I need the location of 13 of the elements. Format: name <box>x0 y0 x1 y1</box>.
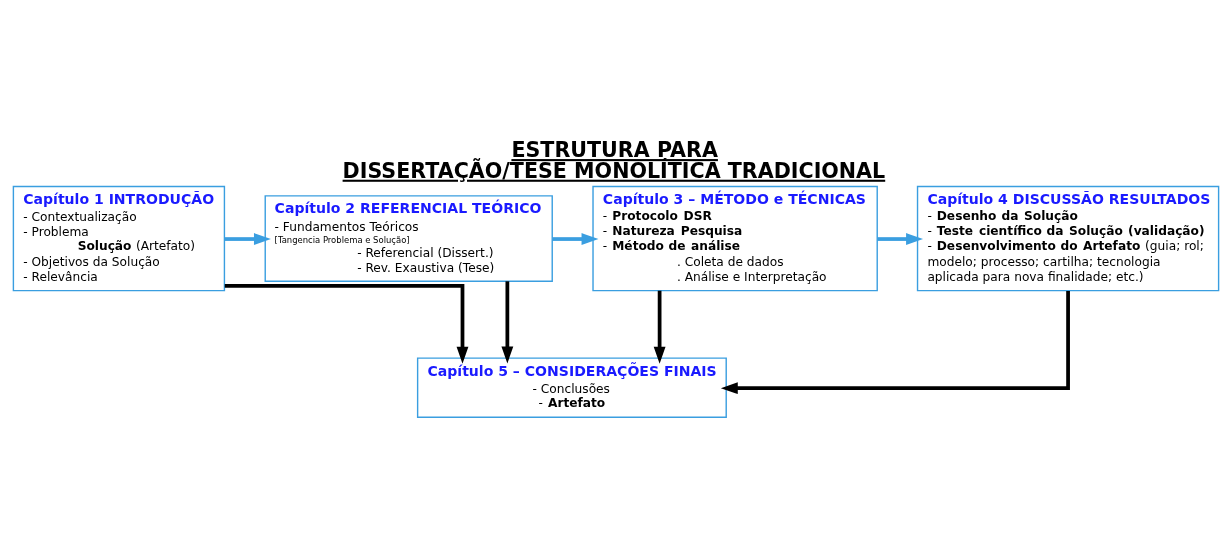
arrow <box>224 232 271 245</box>
arrow <box>720 290 1070 394</box>
node-box: Capítulo 2 REFERENCIAL TEÓRICO - Fundamentos Teóricos [Tangencia Problema e Solução] - Referencial (Dissert.) - Rev. Exaustiva (Tese) <box>264 194 553 282</box>
diagram-title: ESTRUTURA PARA DISSERTAÇÃO/TESE MONOLÍTICA TRADICIONAL <box>342 137 886 183</box>
node-box: Capítulo 1 INTRODUÇÃO - Contextualização - Problema Solução (Artefato) - Objetivos da Solução - Relevância <box>12 185 226 291</box>
arrow <box>224 283 469 364</box>
arrow <box>501 280 514 363</box>
node-box: Capítulo 5 – CONSIDERAÇÕES FINAIS - Conclusões - Artefato <box>416 356 727 418</box>
node-box: Capítulo 4 DISCUSSÃO RESULTADOS - Desenho da Solução - Teste científico da Solução (validação) - Desenvolvimento do Artefato (guia; rol; modelo; processo; cartilha; tecnologia aplicada para nova finalidade; etc.) <box>916 185 1220 291</box>
arrow <box>653 290 666 364</box>
arrow <box>877 232 923 245</box>
arrow <box>552 232 599 245</box>
node-box: Capítulo 3 – MÉTODO e TÉCNICAS - Protocolo DSR - Natureza Pesquisa - Método de análise . Coleta de dados . Análise e Interpretação <box>592 185 878 291</box>
